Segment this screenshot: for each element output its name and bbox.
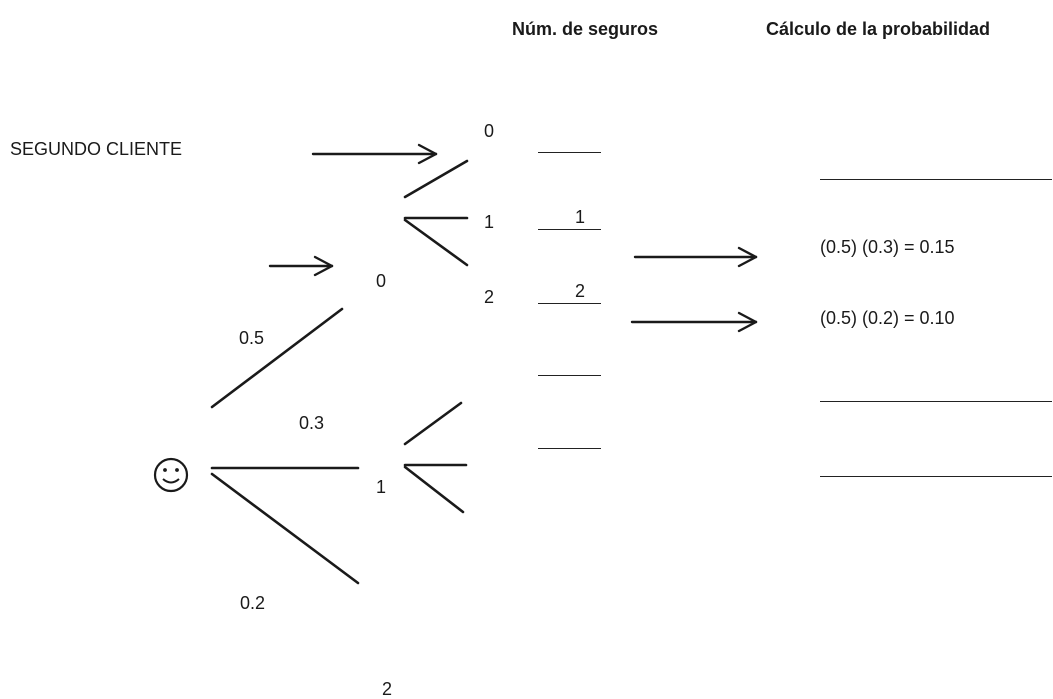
calculo-blank-1 xyxy=(820,179,1052,180)
calculo-value-1: (0.5) (0.3) = 0.15 xyxy=(820,237,955,257)
num-seguros-blank-5 xyxy=(538,448,601,449)
header-calculo-probabilidad: Cálculo de la probabilidad xyxy=(766,19,991,39)
branch-1-to-0 xyxy=(403,401,463,446)
arrow-calc-1 xyxy=(633,246,758,268)
leaf-label-2: 2 xyxy=(484,287,495,307)
branch-root-to-0 xyxy=(210,307,344,409)
smiley-face-icon xyxy=(153,457,189,493)
branch-0-to-0 xyxy=(403,159,469,199)
num-seguros-blank-1 xyxy=(538,152,601,153)
arrow-to-node-0 xyxy=(268,255,334,277)
branch-0-to-2 xyxy=(403,218,469,267)
branch-root-to-2 xyxy=(210,472,360,585)
calculo-blank-2 xyxy=(820,401,1052,402)
num-seguros-blank-2 xyxy=(538,229,601,230)
branch-1-to-2 xyxy=(403,465,465,514)
prob-label-1: 0.3 xyxy=(299,413,325,433)
arrow-segundo-cliente xyxy=(311,143,438,165)
arrow-calc-2 xyxy=(630,311,758,333)
num-seguros-blank-3 xyxy=(538,303,601,304)
calculo-value-2: (0.5) (0.2) = 0.10 xyxy=(820,308,955,328)
node-label-0: 0 xyxy=(376,271,387,291)
leaf-label-1: 1 xyxy=(484,212,495,232)
header-num-seguros: Núm. de seguros xyxy=(512,19,659,39)
node-label-2: 2 xyxy=(382,679,393,699)
node-label-1: 1 xyxy=(376,477,387,497)
prob-label-0: 0.5 xyxy=(239,328,265,348)
leaf-label-0: 0 xyxy=(484,121,495,141)
num-seguros-answer-2: 2 xyxy=(575,281,586,301)
calculo-blank-3 xyxy=(820,476,1052,477)
segundo-cliente-label: SEGUNDO CLIENTE xyxy=(10,139,183,159)
num-seguros-blank-4 xyxy=(538,375,601,376)
prob-label-2: 0.2 xyxy=(240,593,266,613)
num-seguros-answer-1: 1 xyxy=(575,207,586,227)
